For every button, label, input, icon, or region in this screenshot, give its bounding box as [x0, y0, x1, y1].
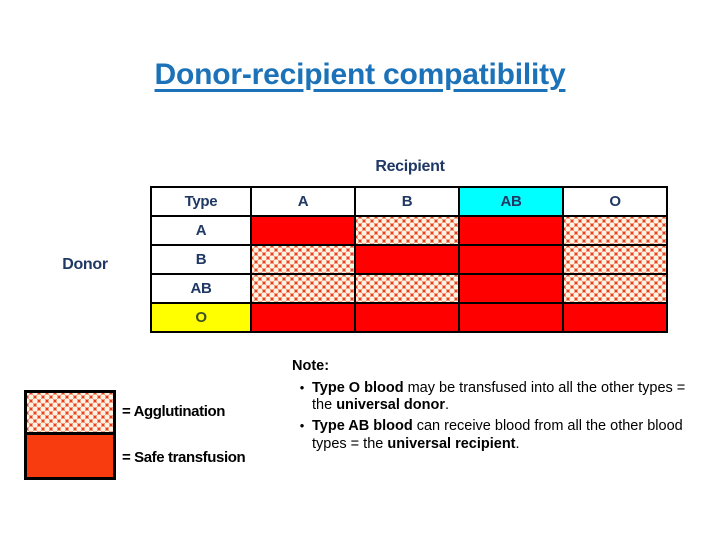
recipient-header-a: A	[250, 186, 356, 217]
table-corner-header: Type	[150, 186, 252, 217]
legend-swatch-safe-transfusion	[27, 435, 113, 477]
legend-label-agglutination: = Agglutination	[122, 403, 226, 420]
cell-donor-b-recipient-a	[250, 244, 356, 275]
cell-donor-a-recipient-o	[562, 215, 668, 246]
table-row: A	[150, 215, 668, 246]
donor-row-label-a: A	[150, 215, 252, 246]
cell-donor-o-recipient-a	[250, 302, 356, 333]
recipient-axis-label: Recipient	[375, 158, 445, 175]
legend-label-safe-transfusion: = Safe transfusion	[122, 449, 246, 466]
cell-donor-ab-recipient-b	[354, 273, 460, 304]
cell-donor-o-recipient-ab	[458, 302, 564, 333]
donor-row-label-o: O	[150, 302, 252, 333]
cell-donor-ab-recipient-a	[250, 273, 356, 304]
cell-donor-b-recipient-b	[354, 244, 460, 275]
table-row: AB	[150, 273, 668, 304]
cell-donor-o-recipient-o	[562, 302, 668, 333]
note-block: Note: • Type O blood may be transfused in…	[292, 358, 692, 456]
donor-axis-label: Donor	[62, 256, 108, 273]
bullet-icon: •	[299, 379, 305, 395]
note-item-text: Type AB blood can receive blood from all…	[312, 418, 683, 452]
donor-row-label-ab: AB	[150, 273, 252, 304]
legend-swatch-agglutination	[27, 393, 113, 435]
bullet-icon: •	[299, 418, 305, 434]
cell-donor-ab-recipient-o	[562, 273, 668, 304]
cell-donor-o-recipient-b	[354, 302, 460, 333]
donor-row-label-b: B	[150, 244, 252, 275]
table-row: B	[150, 244, 668, 275]
legend	[24, 390, 116, 480]
cell-donor-b-recipient-o	[562, 244, 668, 275]
cell-donor-b-recipient-ab	[458, 244, 564, 275]
recipient-header-o: O	[562, 186, 668, 217]
page-title: Donor-recipient compatibility	[154, 58, 566, 91]
recipient-header-ab: AB	[458, 186, 564, 217]
cell-donor-a-recipient-ab	[458, 215, 564, 246]
cell-donor-ab-recipient-ab	[458, 273, 564, 304]
cell-donor-a-recipient-b	[354, 215, 460, 246]
table-row: O	[150, 302, 668, 333]
note-heading: Note:	[292, 358, 330, 374]
cell-donor-a-recipient-a	[250, 215, 356, 246]
note-item: • Type O blood may be transfused into all…	[292, 380, 692, 415]
note-item: • Type AB blood can receive blood from al…	[292, 418, 692, 453]
recipient-header-b: B	[354, 186, 460, 217]
note-item-text: Type O blood may be transfused into all …	[312, 379, 686, 414]
